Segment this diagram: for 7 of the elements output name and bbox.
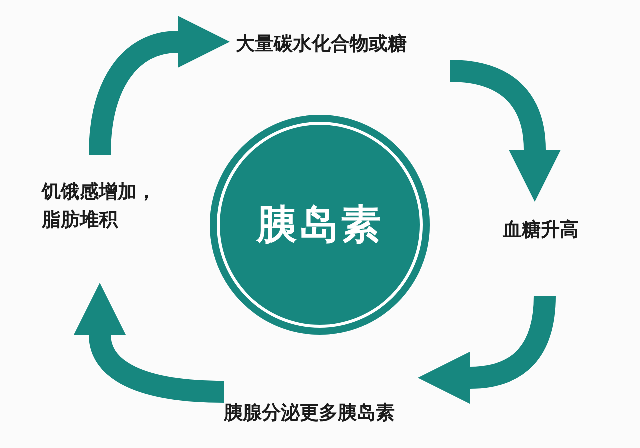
step-label: 饥饿感增加，脂肪堆积 — [42, 150, 167, 283]
step-label: 血糖升高 — [503, 204, 593, 296]
center-circle: 胰岛素 — [210, 115, 430, 335]
curved-arrow — [89, 16, 230, 156]
step-label: 胰腺分泌更多胰岛素 — [224, 372, 449, 429]
step-label: 大量碳水化合物或糖 — [228, 30, 450, 72]
curved-arrow — [74, 283, 224, 403]
